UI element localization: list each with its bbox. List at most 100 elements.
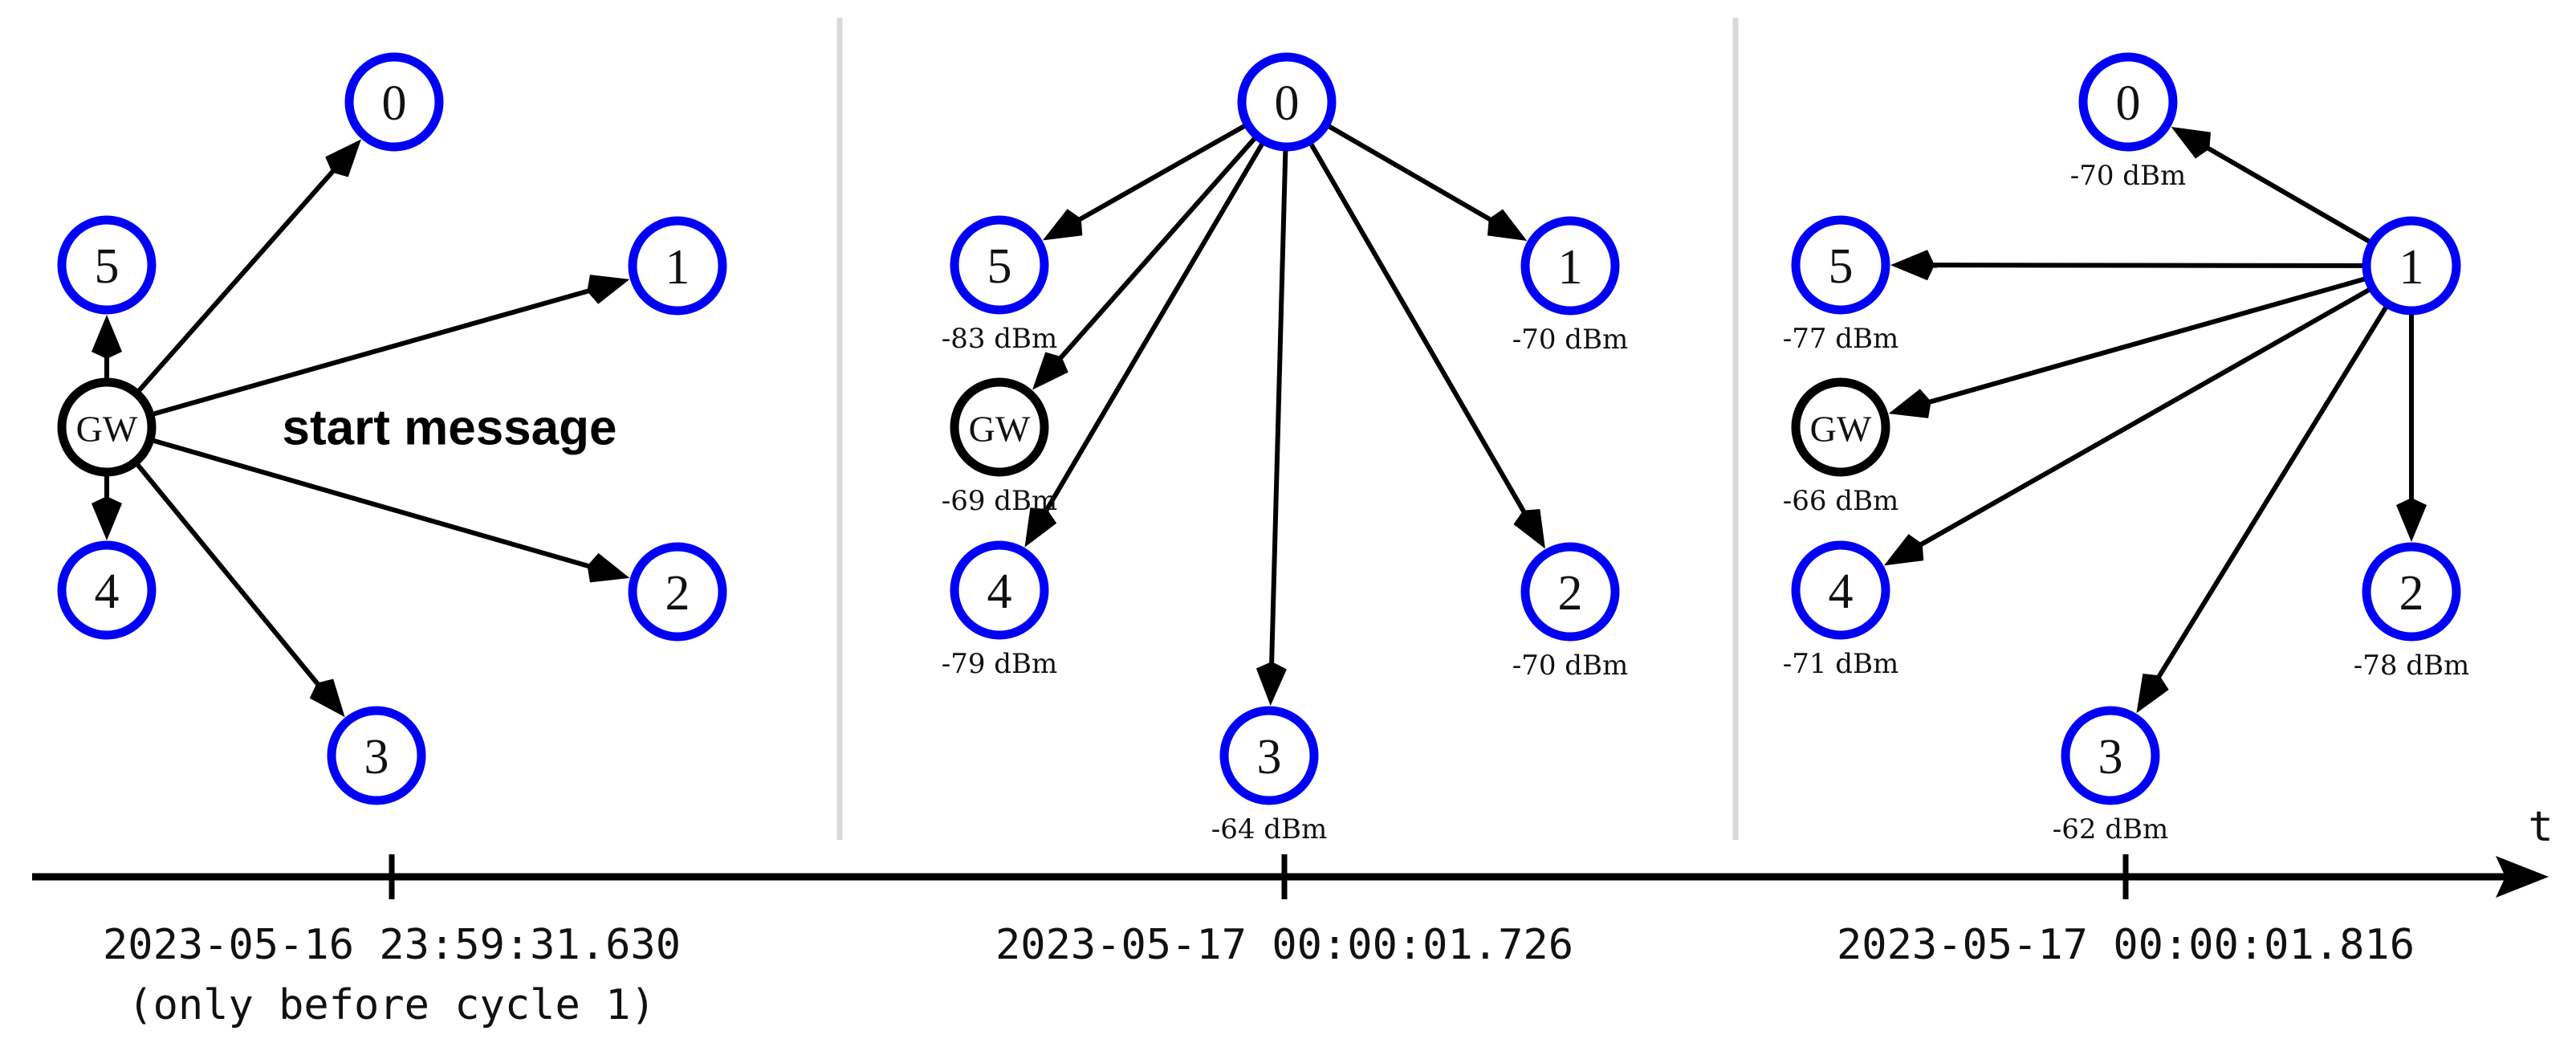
panel-3: 0 -70 dBm 5 -77 dBm 1GW -66 dBm 4 -71 dBm 2-78 d…: [1783, 52, 2470, 969]
panel-2-node-GW[interactable]: GW-69 dBm: [942, 377, 1058, 517]
node-circle-3[interactable]: [327, 706, 426, 805]
node-circle-0[interactable]: [2078, 52, 2178, 152]
node-circle-1[interactable]: [1520, 216, 1620, 316]
panel-1-node-0[interactable]: 0: [344, 52, 444, 152]
timeline-axis-arrowhead: [2496, 856, 2549, 898]
edge-line-1-to-3: [2151, 304, 2389, 687]
edge-line-1-to-5: [1922, 263, 2365, 268]
panel-3-node-GW[interactable]: GW -66 dBm: [1783, 377, 1899, 517]
node-circle-3[interactable]: [1219, 706, 1319, 805]
edge-arrowhead-GW-to-5: [92, 315, 122, 359]
edge-line-GW-to-3: [135, 462, 327, 695]
rssi-label-5: -77 dBm: [1783, 323, 1899, 355]
node-circle-2[interactable]: [628, 542, 727, 642]
node-circle-GW[interactable]: [57, 377, 157, 477]
node-label-1: 1: [1558, 240, 1583, 295]
edge-line-GW-to-0: [136, 161, 342, 393]
rssi-label-2: -70 dBm: [1512, 650, 1629, 682]
edge-arrowhead-GW-to-1: [587, 275, 630, 304]
node-label-2: 2: [2399, 566, 2424, 621]
node-label-3: 3: [2098, 730, 2123, 784]
node-label-0: 0: [1275, 76, 1300, 131]
panel-3-node-0[interactable]: 0 -70 dBm: [2070, 52, 2187, 192]
rssi-label-3: -62 dBm: [2053, 813, 2169, 845]
panel-3-node-2[interactable]: 2-78 dBm: [2354, 542, 2470, 682]
rssi-label-4: -79 dBm: [942, 648, 1058, 680]
node-label-GW: GW: [76, 409, 138, 450]
node-circle-3[interactable]: [2061, 706, 2160, 805]
node-circle-2[interactable]: [2362, 542, 2461, 642]
edge-line-0-to-2: [1308, 141, 1532, 523]
node-circle-4[interactable]: [57, 540, 157, 640]
panel-3-node-1[interactable]: 1: [2362, 216, 2461, 316]
edge-line-1-to-0: [2197, 141, 2372, 245]
edge-line-0-to-5: [1069, 123, 1247, 227]
node-label-3: 3: [364, 730, 389, 784]
node-circle-1[interactable]: [2362, 216, 2461, 316]
edge-line-1-to-GW: [1919, 276, 2367, 408]
edge-line-1-to-4: [1911, 287, 2372, 552]
node-label-4: 4: [1829, 564, 1854, 619]
node-label-2: 2: [665, 566, 690, 621]
rssi-label-GW: -69 dBm: [942, 485, 1058, 517]
panel-2-node-5[interactable]: 5-83 dBm: [942, 215, 1058, 355]
node-circle-5[interactable]: [57, 215, 157, 315]
edge-arrowhead-1-to-0: [2171, 127, 2212, 159]
edge-arrowhead-GW-to-3: [309, 678, 345, 718]
rssi-label-4: -71 dBm: [1783, 648, 1899, 680]
node-circle-0[interactable]: [1237, 52, 1337, 152]
edge-arrowhead-GW-to-2: [587, 552, 630, 583]
node-circle-0[interactable]: [344, 52, 444, 152]
panel-1-node-3[interactable]: 3: [327, 706, 426, 805]
edge-arrowhead-1-to-5: [1890, 250, 1935, 281]
rssi-label-GW: -66 dBm: [1783, 485, 1899, 517]
panel-3-node-4[interactable]: 4 -71 dBm: [1783, 540, 1899, 680]
node-label-2: 2: [1558, 566, 1583, 621]
panel-1-note: (only before cycle 1): [128, 981, 655, 1029]
panel-2-node-3[interactable]: 3-64 dBm: [1211, 706, 1328, 845]
node-label-5: 5: [1829, 239, 1854, 294]
panel-1-node-4[interactable]: 4: [57, 540, 157, 640]
edge-arrowhead-1-to-4: [1883, 534, 1924, 566]
edge-arrowhead-1-to-GW: [1888, 389, 1931, 418]
node-label-1: 1: [665, 240, 690, 295]
node-label-4: 4: [987, 564, 1012, 619]
edge-line-0-to-4: [1039, 141, 1265, 521]
edge-arrowhead-0-to-1: [1487, 209, 1528, 241]
node-circle-5[interactable]: [1791, 215, 1890, 315]
node-circle-GW[interactable]: [950, 377, 1049, 477]
panel-1-node-1[interactable]: 1: [628, 216, 727, 316]
node-label-3: 3: [1257, 730, 1282, 784]
panel-2-node-2[interactable]: 2 -70 dBm: [1512, 542, 1629, 682]
panel-2-node-0[interactable]: 0: [1237, 52, 1337, 152]
panel-3-node-5[interactable]: 5 -77 dBm: [1783, 215, 1899, 355]
panel-1-node-5[interactable]: 5: [57, 215, 157, 315]
node-label-0: 0: [382, 76, 407, 131]
node-label-GW: GW: [1810, 409, 1872, 450]
panel-2-node-1[interactable]: 1-70 dBm: [1512, 216, 1629, 356]
panel-1-node-2[interactable]: 2: [628, 542, 727, 642]
node-circle-4[interactable]: [1791, 540, 1890, 640]
panel-2-edges: [1024, 123, 1545, 707]
node-label-0: 0: [2116, 76, 2141, 131]
edge-line-0-to-1: [1326, 123, 1501, 227]
edge-arrowhead-0-to-4: [1024, 507, 1057, 548]
panel-1-node-GW[interactable]: GW: [57, 377, 157, 477]
edge-arrowhead-0-to-5: [1042, 209, 1083, 241]
node-circle-2[interactable]: [1520, 542, 1620, 642]
node-circle-GW[interactable]: [1791, 377, 1890, 477]
edge-line-GW-to-1: [151, 285, 600, 417]
node-circle-5[interactable]: [950, 215, 1049, 315]
rssi-label-0: -70 dBm: [2070, 160, 2187, 192]
edge-arrowhead-0-to-3: [1255, 662, 1287, 707]
node-circle-1[interactable]: [628, 216, 727, 316]
edge-arrowhead-GW-to-0: [325, 139, 361, 177]
panel-2-node-4[interactable]: 4 -79 dBm: [942, 540, 1058, 680]
edge-line-GW-to-2: [151, 438, 600, 572]
node-label-1: 1: [2399, 240, 2424, 295]
node-circle-4[interactable]: [950, 540, 1049, 640]
panel-3-node-3[interactable]: 3 -62 dBm: [2053, 706, 2169, 845]
